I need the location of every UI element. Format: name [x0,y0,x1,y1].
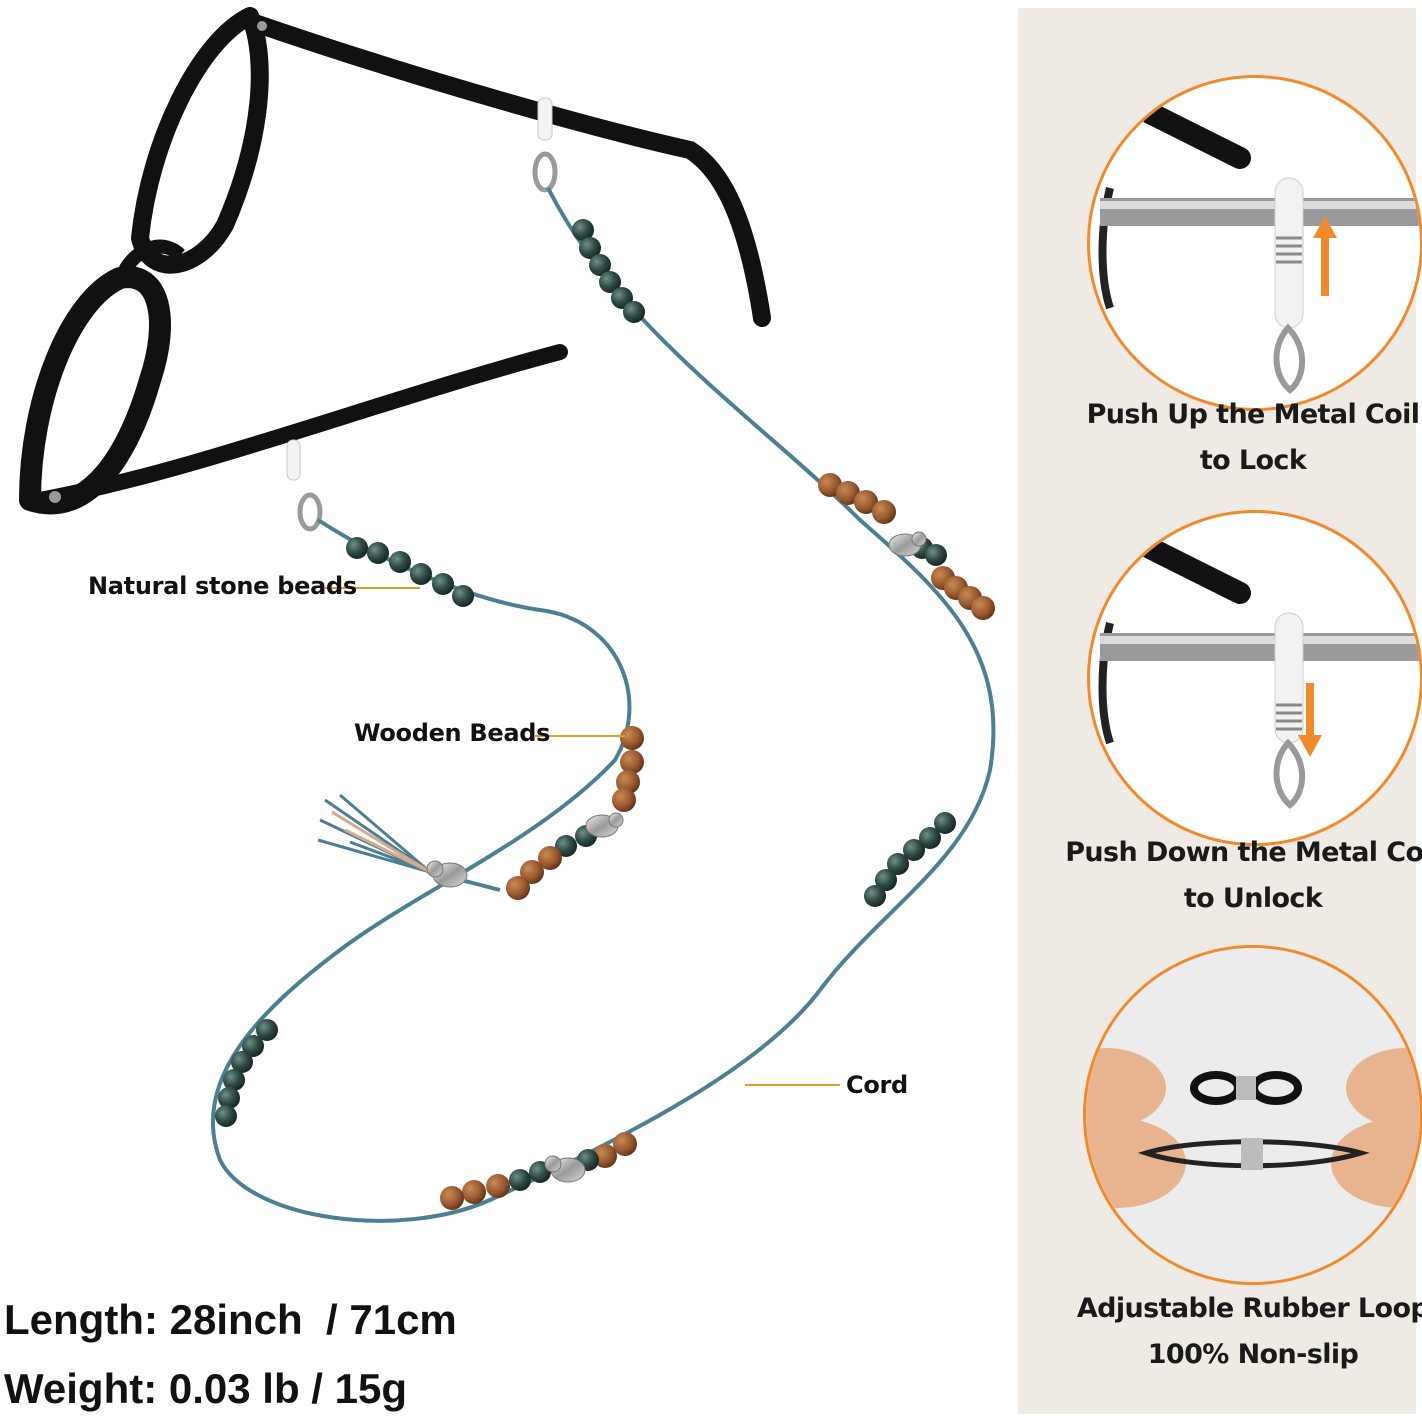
stone-bead [934,812,956,834]
stone-bead [599,271,621,293]
eyeglass-chain-illustration [19,7,996,1223]
length-spec: Length: 28inch / 71cm [4,1296,457,1343]
callout-cord: Cord [846,1071,908,1099]
wooden-bead [538,846,562,870]
wooden-bead [818,473,842,497]
stone-bead [555,835,577,857]
stone-bead [256,1019,278,1041]
rubber-loop-caption: Adjustable Rubber Loop 100% Non-slip [1076,1293,1422,1370]
elephant-charms [426,531,927,1183]
stone-bead [903,839,925,861]
stone-bead [242,1035,264,1057]
stone-bead [452,585,474,607]
tassel [317,793,501,892]
stone-bead [218,1087,240,1109]
rubber-loop-stretched-icon [1137,1138,1370,1170]
rubber-loop-circle [1083,945,1422,1285]
wooden-bead [593,1144,617,1168]
elephant-charm-icon [888,531,927,557]
hinge-near [49,491,61,503]
stone-bead [223,1069,245,1091]
lobster-clasp [1273,738,1306,809]
lobster-clasp [1273,323,1306,394]
wooden-bead [616,770,640,794]
connectors [286,97,558,532]
lock-caption: Push Up the Metal Coil to Lock [1086,399,1420,476]
glasses-temple-near [32,344,568,508]
weight-spec: Weight: 0.03 lb / 15g [4,1365,407,1412]
wooden-bead [462,1180,486,1204]
wooden-bead [520,860,544,884]
temple-tip [1139,102,1251,169]
stone-bead [579,237,601,259]
rubber-loop [1274,612,1304,744]
stone-bead [925,544,947,566]
stone-bead [875,869,897,891]
stone-bead [623,301,645,323]
wooden-bead [836,481,860,505]
stone-bead [215,1105,237,1127]
glasses-lens-far [131,7,269,274]
stone-bead [572,219,594,241]
wooden-bead [620,750,644,774]
glasses-lens-near [19,266,171,515]
hinge-far [257,21,267,31]
elephant-charm-icon [544,1155,586,1183]
fingers-right [1331,1048,1420,1208]
elephant-charm-icon [426,860,468,888]
stone-bead [432,573,454,595]
cord [210,187,996,1223]
wooden-bead [612,788,636,812]
arrow-down-icon [1298,683,1322,757]
stone-bead [410,563,432,585]
wooden-bead [854,490,878,514]
glasses-temple-far [243,13,771,327]
wooden-bead [506,876,530,900]
unlock-detail-circle [1087,510,1422,846]
stone-bead [887,853,909,875]
metal-coil [1276,236,1302,264]
stone-bead [864,885,886,907]
elephant-charm-icon [585,812,624,838]
beads-layer [215,219,995,1210]
stone-bead [509,1169,531,1191]
rubber-loop-small-icon [1190,1071,1302,1105]
metal-coil [1276,703,1302,731]
wooden-bead [971,596,995,620]
glasses [19,7,771,515]
fingers-left [1086,1048,1186,1208]
stone-bead [231,1051,253,1073]
wooden-bead [613,1132,637,1156]
stone-bead [389,551,411,573]
wooden-bead [440,1186,464,1210]
stone-bead [589,254,611,276]
stone-bead [367,542,389,564]
callout-wooden-beads: Wooden Beads [354,719,551,747]
unlock-caption: Push Down the Metal Coil to Unlock [1065,837,1422,914]
wooden-bead [620,726,644,750]
stone-bead [346,537,368,559]
lock-detail-circle [1087,75,1422,411]
arrow-up-icon [1313,216,1337,296]
glasses-bridge [118,239,185,274]
stone-bead [919,827,941,849]
wooden-bead [486,1174,510,1198]
callout-natural-stone-beads: Natural stone beads [88,572,357,600]
callout-lines [325,587,840,1086]
wooden-bead [872,500,896,524]
temple-tip [1139,537,1251,604]
